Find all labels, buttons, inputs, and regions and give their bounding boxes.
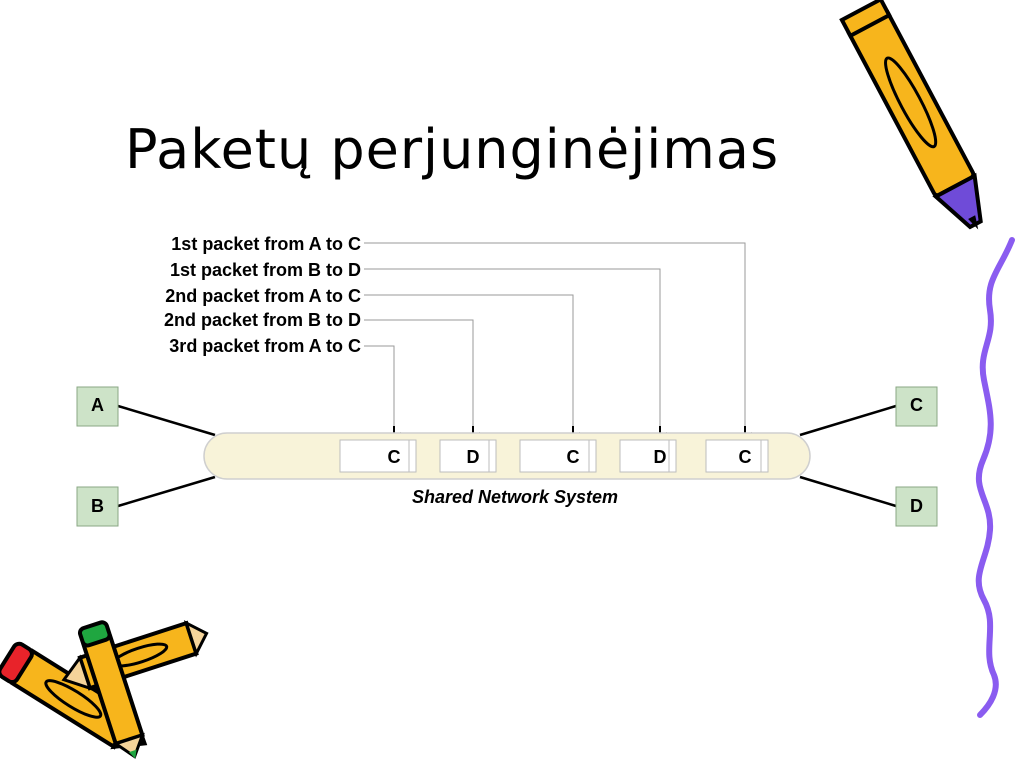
packet: D [619,439,677,473]
node-label: B [91,496,104,516]
packet-dest: C [739,447,752,467]
node-label: C [910,395,923,415]
connection-line [799,404,897,437]
crossed-pencils-icon [0,620,209,759]
leader-line [364,319,474,428]
connection-line [117,404,216,437]
node-d: D [895,486,938,527]
packet-dest: C [567,447,580,467]
node-c: C [895,386,938,427]
bus-caption: Shared Network System [412,487,618,507]
leader-line [364,242,746,428]
node-b: B [76,486,119,527]
packet: C [339,439,417,473]
packet-label: 1st packet from A to C [171,234,361,254]
packet-label: 1st packet from B to D [170,260,361,280]
squiggle-decoration [975,237,1015,718]
packet-label: 2nd packet from B to D [164,310,361,330]
packet-dest: D [654,447,667,467]
slide-title: Paketų perjunginėjimas [125,118,780,181]
node-label: D [910,496,923,516]
pencil-icon [839,0,983,230]
connection-line [117,475,216,508]
packet: C [705,439,769,473]
connection-line [799,475,897,508]
connection-lines [117,404,897,508]
packet-label: 3rd packet from A to C [169,336,361,356]
packet: C [519,439,597,473]
leader-line [364,268,661,428]
leader-line [364,345,395,428]
packet-dest: D [467,447,480,467]
packet-dest: C [388,447,401,467]
packet-label: 2nd packet from A to C [165,286,361,306]
bus-packets: C D C D C [339,439,769,473]
leader-lines [364,242,746,428]
node-label: A [91,395,104,415]
packet: D [439,439,497,473]
node-a: A [76,386,119,427]
leader-line [364,294,574,428]
